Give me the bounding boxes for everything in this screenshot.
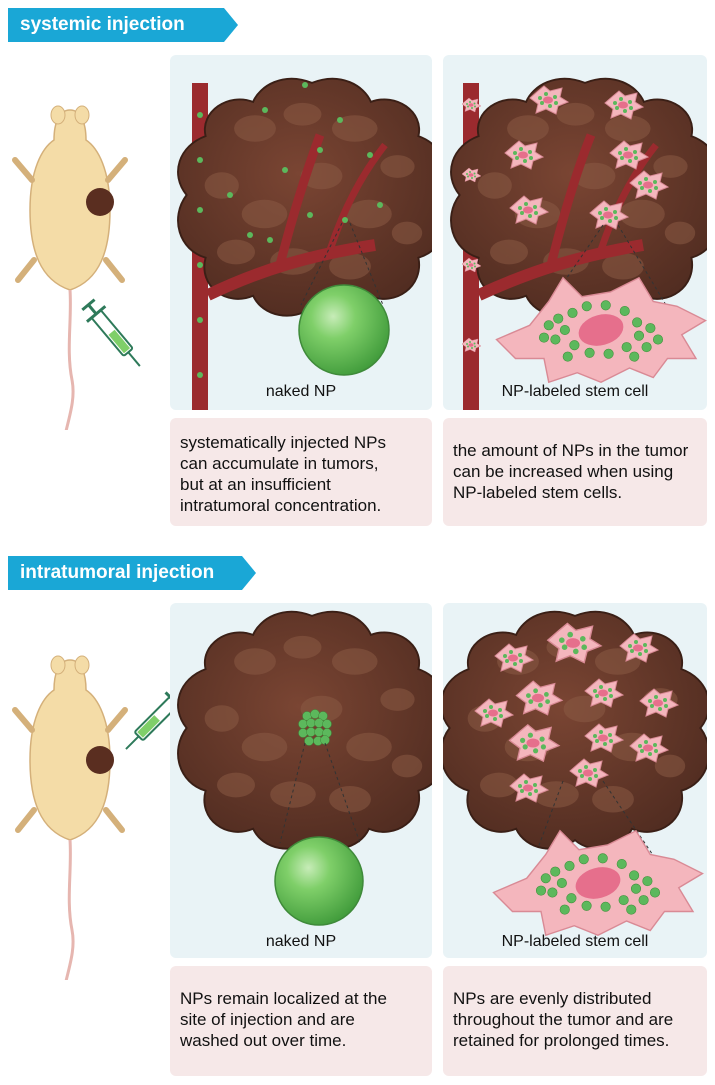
- note-intratumoral-naked-np: NPs remain localized at the site of inje…: [170, 966, 432, 1076]
- caption-np-labeled-stem-cell: NP-labeled stem cell: [501, 933, 649, 950]
- panel-systemic-stem-cell: NP-labeled stem cell: [443, 55, 707, 410]
- section-banner-intratumoral: intratumoral injection: [8, 556, 256, 590]
- panel-intratumoral-naked-np: naked NP: [170, 603, 432, 958]
- mouse-intratumoral-illustration: [10, 650, 180, 980]
- caption-np-labeled-stem-cell: NP-labeled stem cell: [501, 383, 649, 400]
- panel-intratumoral-stem-cell: NP-labeled stem cell: [443, 603, 707, 958]
- caption-naked-np: naked NP: [265, 383, 337, 400]
- note-systemic-naked-np: systematically injected NPs can accumula…: [170, 418, 432, 526]
- section-banner-systemic: systemic injection: [8, 8, 238, 42]
- nanoparticle-icon: [298, 284, 390, 376]
- stem-cell-icon: [492, 830, 704, 936]
- note-intratumoral-stem-cell: NPs are evenly distributed throughout th…: [443, 966, 707, 1076]
- caption-naked-np: naked NP: [265, 933, 337, 950]
- syringe-icon: [77, 295, 151, 376]
- panel-systemic-naked-np: naked NP: [170, 55, 432, 410]
- nanoparticle-icon: [274, 836, 364, 926]
- note-systemic-stem-cell: the amount of NPs in the tumor can be in…: [443, 418, 707, 526]
- mouse-systemic-illustration: [10, 100, 151, 430]
